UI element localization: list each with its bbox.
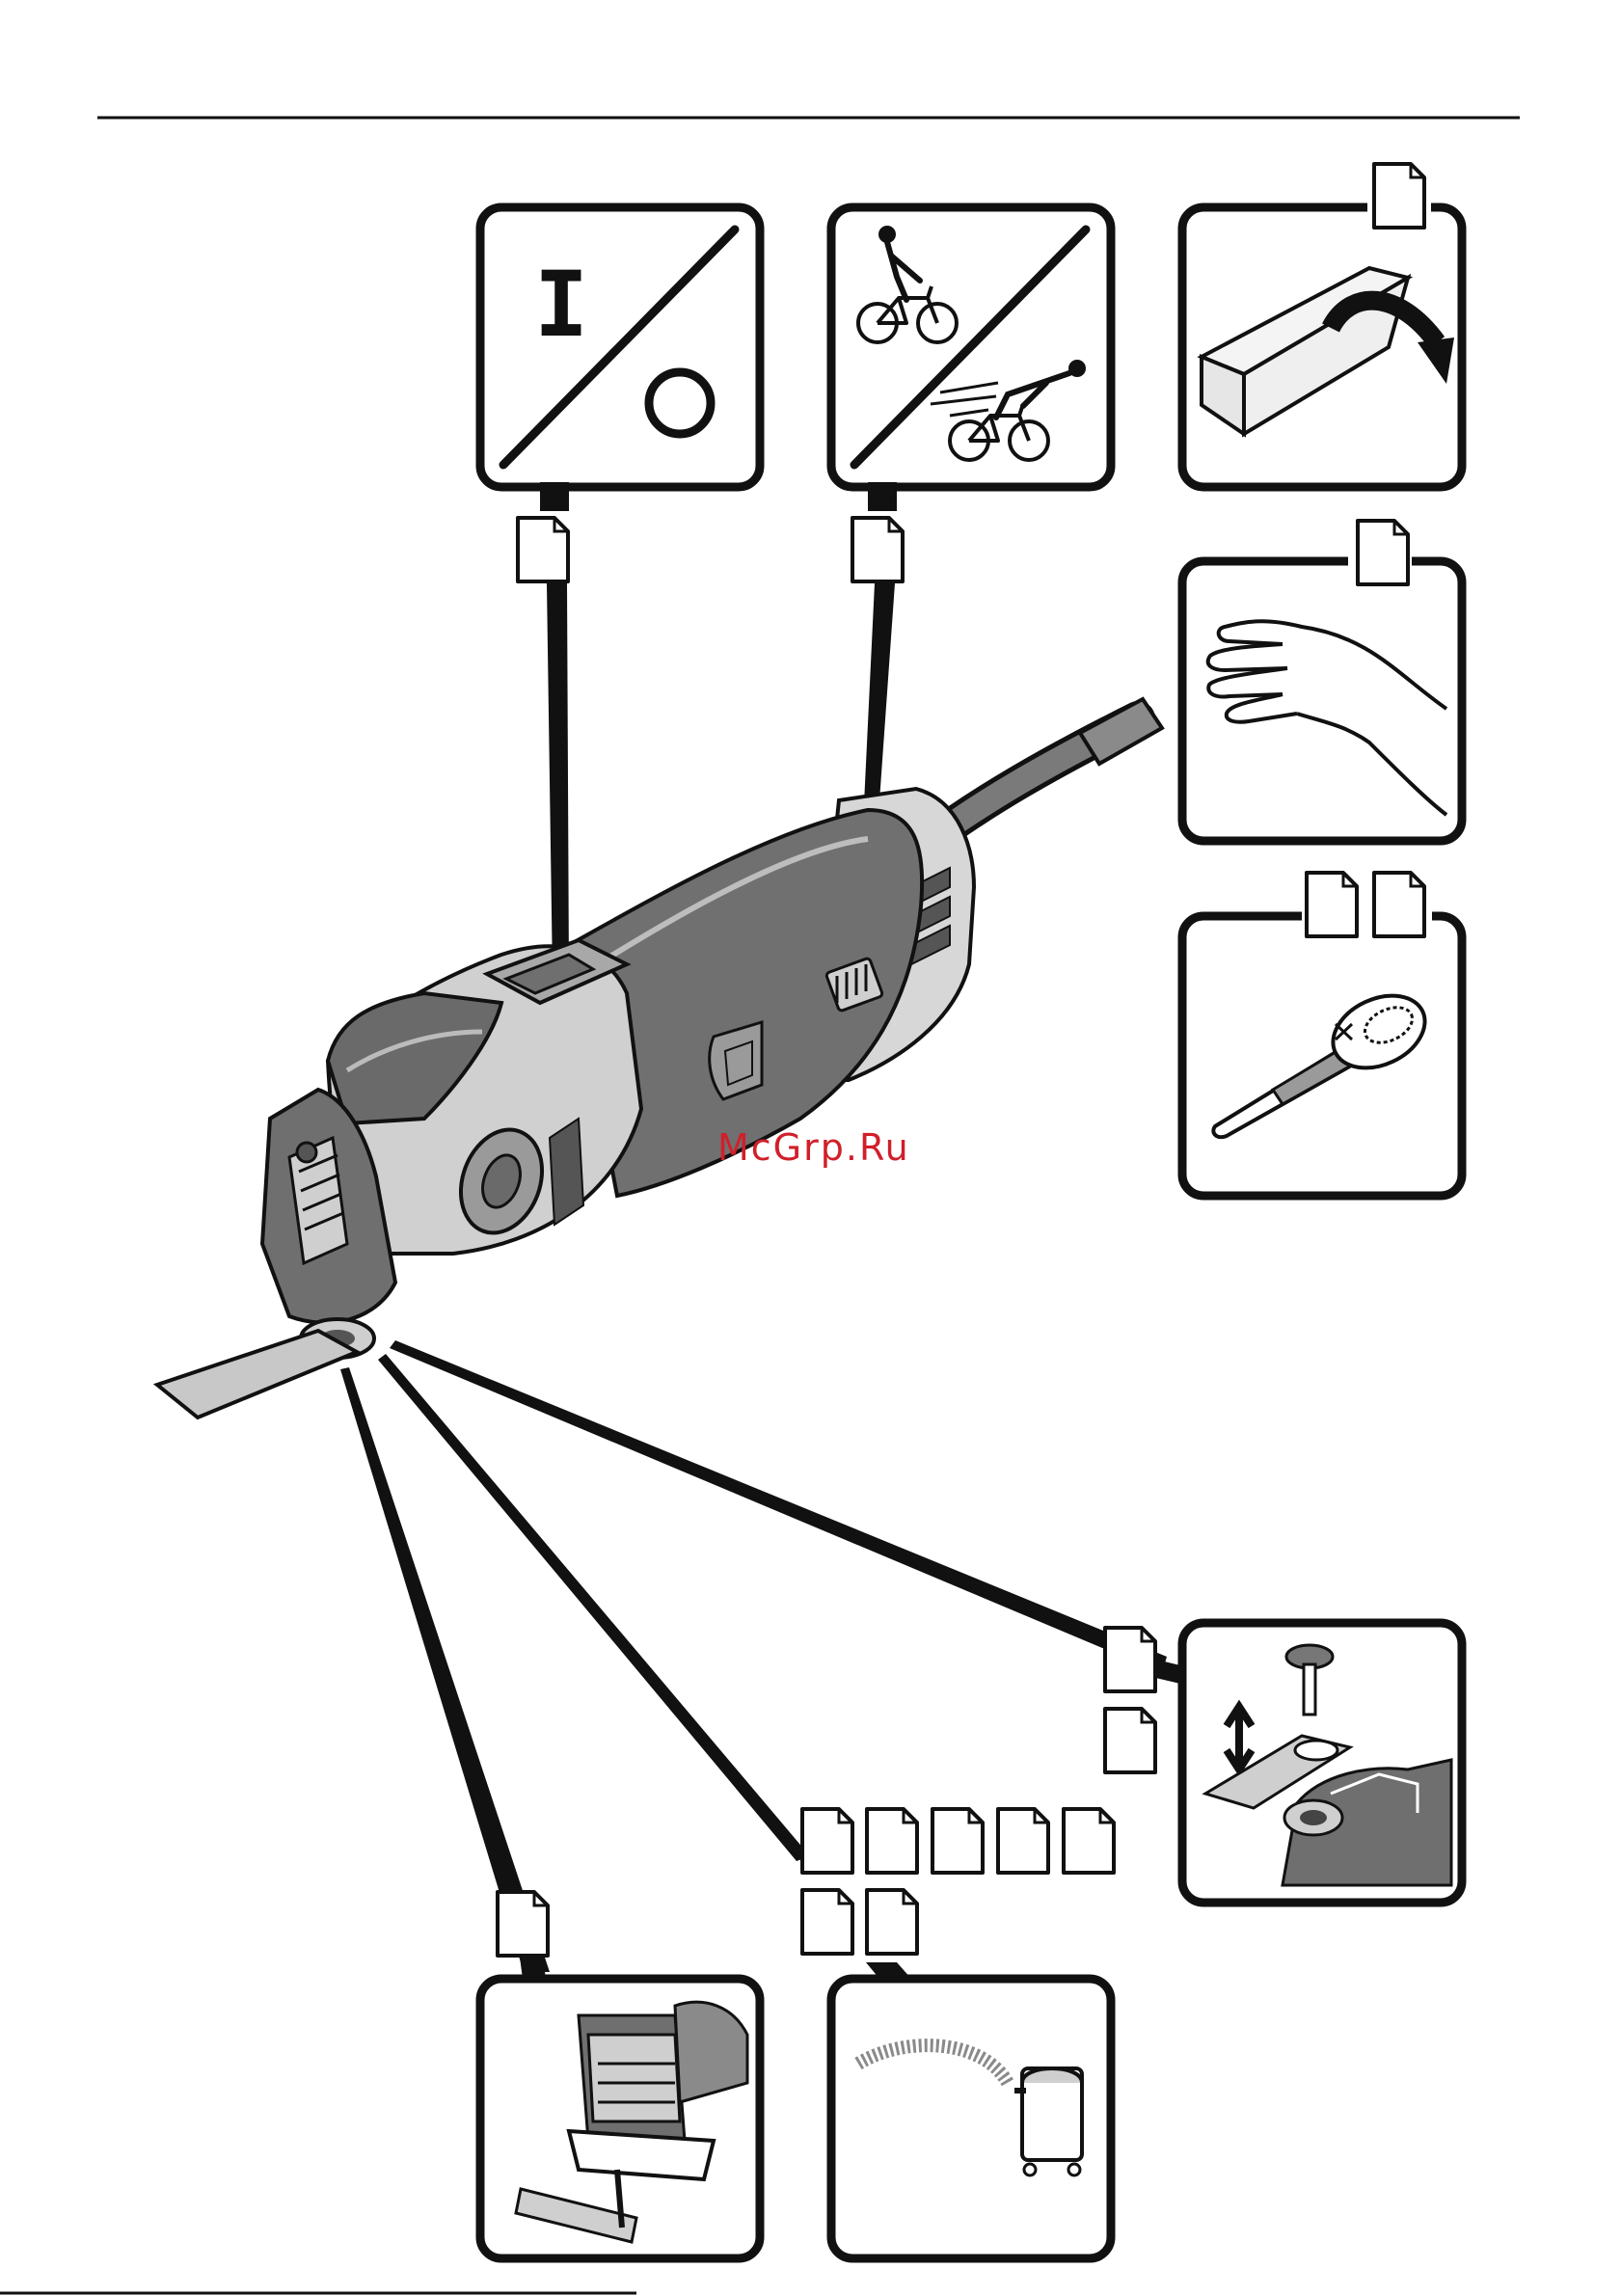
panel-frame — [1182, 561, 1462, 841]
panel-depth-stop — [480, 1979, 760, 2258]
page-ref-accessory-1 — [1307, 873, 1357, 936]
page-ref-dust-2 — [867, 1809, 917, 1873]
multitool-illustration — [157, 699, 1162, 1418]
panel-blade-change — [1182, 1623, 1462, 1903]
cord-plug — [1080, 699, 1162, 764]
page-ref-hand — [1358, 521, 1408, 584]
page-ref-dust-6 — [802, 1890, 852, 1954]
page-ref-dust-3 — [932, 1809, 983, 1873]
leader-depth — [340, 1367, 550, 1972]
saw-blade — [157, 1331, 357, 1418]
panel-on-off: I — [480, 207, 760, 511]
leader-on-off — [547, 583, 569, 979]
panel-hand — [1182, 548, 1462, 841]
page-ref-depth — [498, 1892, 548, 1956]
on-symbol: I — [534, 253, 589, 358]
panel-speed — [831, 207, 1111, 511]
panel-unpacking — [1182, 193, 1462, 487]
page-ref-dust-1 — [802, 1809, 852, 1873]
panel-frame — [1182, 916, 1462, 1196]
page-ref-on-off — [518, 518, 568, 581]
page-ref-blade-2 — [1105, 1709, 1155, 1772]
page-ref-accessory-2 — [1374, 873, 1424, 936]
leader-lines — [340, 583, 1184, 1979]
page-ref-speed — [852, 518, 903, 581]
watermark-text: McGrp.Ru — [717, 1126, 910, 1169]
page-ref-unpacking — [1374, 164, 1424, 228]
page-ref-dust-5 — [1064, 1809, 1114, 1873]
panel-tab — [868, 482, 897, 511]
page-refs-dust — [802, 1809, 1114, 1954]
panel-dust-extraction — [831, 1979, 1111, 2258]
panel-tab — [540, 482, 569, 511]
page-ref-dust-4 — [998, 1809, 1048, 1873]
panel-accessory — [1182, 902, 1462, 1196]
page-ref-dust-7 — [867, 1890, 917, 1954]
page-ref-blade-1 — [1105, 1628, 1155, 1691]
